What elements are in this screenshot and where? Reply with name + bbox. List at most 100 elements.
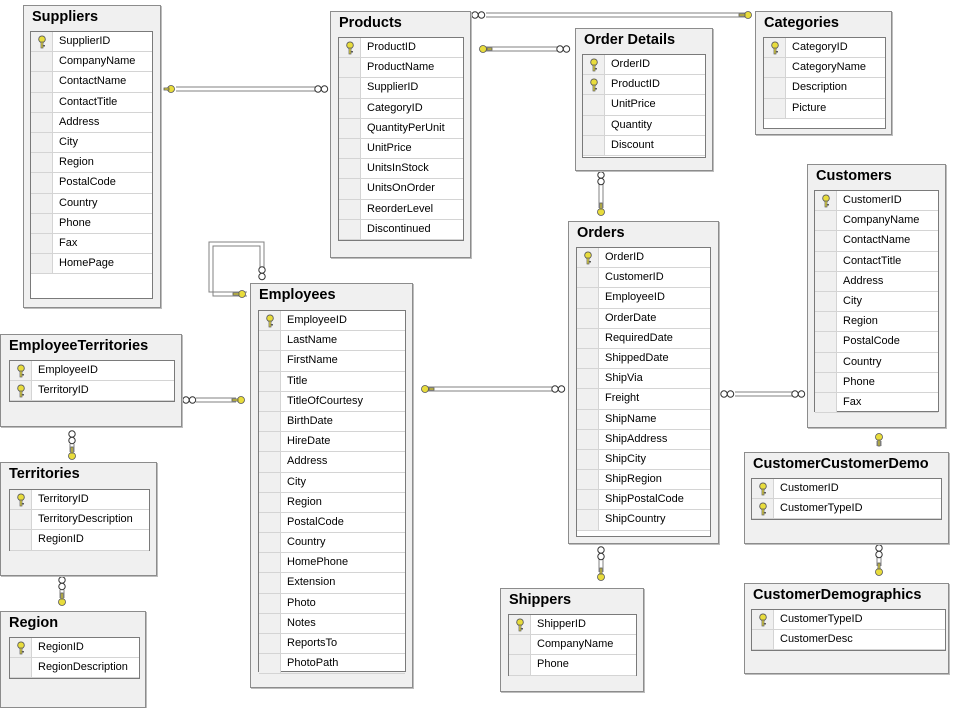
column-row[interactable]: ContactTitle (815, 251, 938, 272)
column-row[interactable]: Phone (509, 655, 636, 676)
column-row[interactable]: Phone (815, 372, 938, 393)
column-row[interactable]: OrderID (577, 248, 710, 269)
column-row[interactable]: CompanyName (509, 635, 636, 656)
column-row[interactable]: Title (259, 371, 405, 392)
column-row[interactable]: Discount (583, 135, 705, 156)
column-row[interactable]: Freight (577, 389, 710, 410)
column-row[interactable]: ShipName (577, 409, 710, 430)
column-row[interactable]: EmployeeID (577, 288, 710, 309)
column-row[interactable]: Photo (259, 593, 405, 614)
column-row[interactable]: ProductID (339, 38, 463, 59)
column-row[interactable]: CustomerID (815, 191, 938, 212)
column-row[interactable]: ProductName (339, 58, 463, 79)
column-row[interactable]: CompanyName (815, 211, 938, 232)
column-row[interactable]: Region (259, 492, 405, 513)
column-row[interactable]: CustomerTypeID (752, 610, 945, 631)
column-row[interactable]: HomePage (31, 254, 152, 275)
column-row[interactable]: Address (259, 452, 405, 473)
column-row[interactable]: ShipCountry (577, 510, 710, 531)
column-row[interactable]: CustomerDesc (752, 630, 945, 651)
column-row[interactable]: TitleOfCourtesy (259, 391, 405, 412)
column-row[interactable]: Quantity (583, 115, 705, 136)
column-row[interactable]: CategoryID (764, 38, 885, 59)
column-row[interactable]: ShippedDate (577, 348, 710, 370)
column-row[interactable]: SupplierID (31, 32, 152, 53)
column-row[interactable]: ContactName (815, 231, 938, 252)
column-row[interactable]: PostalCode (815, 332, 938, 353)
column-row[interactable]: FirstName (259, 351, 405, 372)
column-row[interactable]: City (815, 291, 938, 313)
column-row[interactable]: CustomerTypeID (752, 499, 941, 520)
column-row[interactable]: Country (815, 352, 938, 373)
column-row[interactable]: ReportsTo (259, 634, 405, 655)
column-row[interactable]: Region (31, 153, 152, 174)
column-row[interactable]: Fax (815, 392, 938, 414)
column-row[interactable]: Address (31, 112, 152, 133)
column-row[interactable]: Picture (764, 98, 885, 119)
column-row[interactable]: BirthDate (259, 411, 405, 433)
column-row[interactable]: Description (764, 78, 885, 99)
column-row[interactable]: City (259, 472, 405, 493)
column-row[interactable]: HomePhone (259, 553, 405, 574)
column-row[interactable]: PostalCode (31, 173, 152, 194)
column-row[interactable]: Discontinued (339, 219, 463, 240)
column-row[interactable]: ShipAddress (577, 429, 710, 450)
column-row[interactable]: TerritoryID (10, 381, 174, 402)
column-row[interactable]: PostalCode (259, 512, 405, 534)
column-row[interactable]: Fax (31, 233, 152, 255)
column-row[interactable]: TerritoryDescription (10, 510, 149, 531)
column-row[interactable]: RegionID (10, 530, 149, 551)
column-row[interactable]: SupplierID (339, 78, 463, 99)
column-row[interactable]: TerritoryID (10, 490, 149, 511)
column-row[interactable]: RegionDescription (10, 658, 139, 679)
column-row[interactable]: RequiredDate (577, 328, 710, 349)
column-row[interactable]: LastName (259, 331, 405, 352)
column-row[interactable]: ShipVia (577, 369, 710, 390)
column-row[interactable]: QuantityPerUnit (339, 118, 463, 139)
column-row[interactable]: EmployeeID (10, 361, 174, 382)
column-row[interactable]: Notes (259, 613, 405, 634)
column-row[interactable]: EmployeeID (259, 311, 405, 332)
column-row[interactable]: ShipRegion (577, 470, 710, 491)
column-row[interactable]: ContactTitle (31, 92, 152, 113)
column-row[interactable]: CategoryID (339, 98, 463, 119)
column-row[interactable]: UnitsOnOrder (339, 179, 463, 200)
column-row[interactable]: UnitPrice (339, 138, 463, 160)
column-row[interactable]: CategoryName (764, 58, 885, 79)
column-row[interactable]: CompanyName (31, 52, 152, 73)
column-row[interactable]: RegionID (10, 638, 139, 659)
column-row[interactable]: CustomerID (577, 268, 710, 289)
column-row[interactable]: Country (259, 533, 405, 554)
column-row[interactable]: Phone (31, 213, 152, 234)
column-row[interactable]: HireDate (259, 432, 405, 453)
column-row[interactable]: Region (815, 312, 938, 333)
column-row[interactable]: Extension (259, 573, 405, 594)
column-row[interactable]: Address (815, 271, 938, 292)
column-row[interactable]: OrderDate (577, 308, 710, 329)
column-row[interactable]: ContactName (31, 72, 152, 93)
column-row[interactable]: ShipperID (509, 615, 636, 636)
column-row[interactable]: City (31, 132, 152, 154)
column-row[interactable]: OrderID (583, 55, 705, 76)
column-row[interactable]: Country (31, 193, 152, 214)
column-row[interactable]: PhotoPath (259, 654, 405, 675)
column-row[interactable]: ShipPostalCode (577, 490, 710, 511)
column-row[interactable]: UnitsInStock (339, 159, 463, 180)
column-row[interactable]: ReorderLevel (339, 199, 463, 220)
column-row[interactable]: ProductID (583, 75, 705, 96)
column-row[interactable]: CustomerID (752, 479, 941, 500)
column-row[interactable]: UnitPrice (583, 95, 705, 116)
